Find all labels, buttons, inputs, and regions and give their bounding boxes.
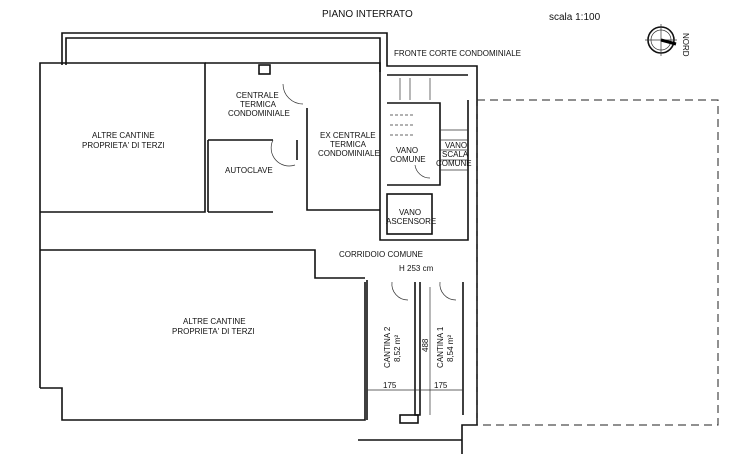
room-label: H 253 cm [399, 264, 434, 273]
room-label: VANO [396, 146, 418, 155]
room-label: 175 [434, 381, 448, 390]
room-label: EX CENTRALE [320, 131, 376, 140]
room-label: PROPRIETA' DI TERZI [172, 327, 255, 336]
stairs [390, 78, 468, 171]
room-label: ALTRE CANTINE [183, 317, 246, 326]
room-label: TERMICA [330, 140, 367, 149]
room-label: VANO [399, 208, 421, 217]
room-labels: ALTRE CANTINE PROPRIETA' DI TERZI CENTRA… [82, 91, 472, 390]
plan-title: PIANO INTERRATO [322, 9, 413, 20]
door-swings [270, 83, 457, 301]
room-label: COMUNE [436, 159, 472, 168]
north-label: NORD [681, 33, 690, 57]
dimension-lines [367, 287, 463, 415]
room-label: ASCENSORE [386, 217, 436, 226]
courtyard-label: FRONTE CORTE CONDOMINIALE [394, 49, 521, 58]
scale-label: scala 1:100 [549, 12, 601, 23]
room-label: CANTINA 2 [383, 326, 392, 368]
room-label: CORRIDOIO COMUNE [339, 250, 423, 259]
room-label: COMUNE [390, 155, 426, 164]
room-label: CONDOMINIALE [318, 149, 380, 158]
room-label: TERMICA [240, 100, 277, 109]
room-label: 8,52 m² [393, 335, 402, 362]
room-label: CANTINA 1 [436, 326, 445, 368]
room-label: AUTOCLAVE [225, 166, 273, 175]
altre-cantine-label: ALTRE CANTINE [92, 131, 155, 140]
walls [39, 32, 478, 454]
altre-cantine-owner: PROPRIETA' DI TERZI [82, 141, 165, 150]
room-label: 175 [383, 381, 397, 390]
room-label: VANO [445, 141, 467, 150]
room-label: CENTRALE [236, 91, 279, 100]
north-compass-icon: NORD [645, 24, 690, 57]
room-label: SCALA [442, 150, 469, 159]
dashed-outline [476, 99, 719, 426]
room-label: CONDOMINIALE [228, 109, 290, 118]
room-label: 8,54 m² [446, 335, 455, 362]
room-label: 488 [421, 338, 430, 352]
